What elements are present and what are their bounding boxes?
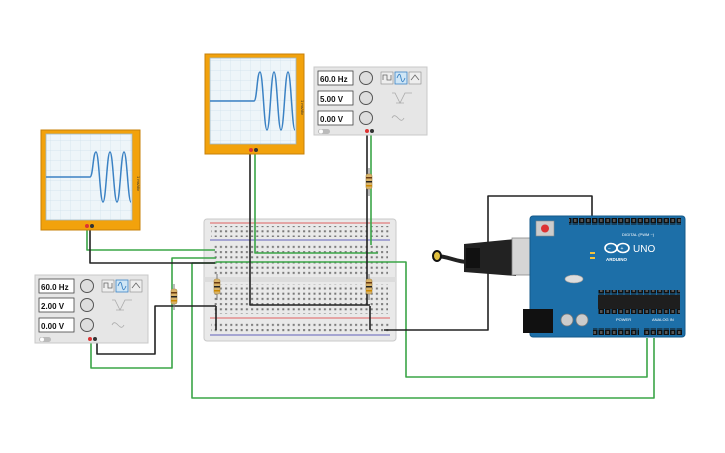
resistor[interactable] [213, 274, 221, 300]
function-generator-left[interactable]: 60.0 Hz 2.00 V 0.00 V [34, 274, 149, 344]
function-generator-top[interactable]: 60.0 Hz 5.00 V 0.00 V [313, 66, 428, 136]
offset-display [317, 110, 354, 126]
wire-green[interactable] [216, 261, 648, 378]
usb-cable[interactable] [432, 237, 543, 276]
frequency-display [38, 278, 75, 294]
frequency-display [317, 70, 354, 86]
frequency-knob[interactable] [359, 71, 373, 85]
amplitude-knob[interactable] [359, 91, 373, 105]
waveform [210, 71, 296, 131]
offset-value: 0.00 V [320, 115, 344, 124]
svg-text:+: + [621, 246, 624, 252]
wire-green[interactable] [254, 153, 378, 254]
offset-icon [111, 322, 125, 328]
dc-power-jack[interactable] [523, 309, 553, 333]
resistor[interactable] [365, 274, 373, 300]
breadboard[interactable] [203, 218, 397, 342]
power-label: POWER [616, 317, 631, 322]
wire-black[interactable] [96, 305, 216, 355]
wire-black[interactable] [89, 229, 215, 264]
arduino-model: UNO [633, 244, 655, 255]
arduino-logo: − + [604, 242, 630, 254]
amplitude-value: 5.00 V [320, 95, 344, 104]
offset-value: 0.00 V [41, 322, 65, 331]
triangle-wave-button[interactable] [408, 71, 422, 85]
resistor[interactable] [365, 168, 373, 196]
offset-display [38, 317, 75, 333]
oscilloscope-top[interactable]: 1 ms/div [204, 53, 305, 155]
resistor[interactable] [170, 284, 178, 310]
scope-side-label: 1 ms/div [300, 100, 305, 115]
wire-black[interactable] [249, 153, 370, 306]
analog-label: ANALOG IN [652, 317, 674, 322]
svg-text:−: − [608, 246, 611, 252]
frequency-value: 60.0 Hz [41, 283, 69, 292]
crystal [564, 274, 584, 284]
wires [86, 134, 655, 399]
amplitude-value: 2.00 V [41, 302, 65, 311]
wire-green[interactable] [90, 257, 216, 369]
microcontroller-chip [598, 295, 680, 309]
amplitude-icon [392, 92, 412, 104]
frequency-knob[interactable] [80, 279, 94, 293]
triangle-wave-button[interactable] [129, 279, 143, 293]
wire-black[interactable] [384, 195, 593, 331]
amplitude-display [317, 90, 354, 106]
arduino-board[interactable]: DIGITAL (PWM ~) − + UNO ARDUINO POWER AN… [523, 215, 686, 338]
digital-label: DIGITAL (PWM ~) [622, 232, 655, 237]
amplitude-knob[interactable] [80, 298, 94, 312]
offset-knob[interactable] [359, 111, 373, 125]
amplitude-display [38, 297, 75, 313]
arduino-brand: ARDUINO [606, 257, 627, 262]
wire-green[interactable] [86, 229, 215, 251]
amplitude-icon [112, 299, 132, 311]
digital-header[interactable] [569, 218, 681, 225]
waveform [46, 151, 132, 203]
power-header[interactable] [593, 328, 639, 335]
analog-header[interactable] [643, 328, 682, 335]
frequency-value: 60.0 Hz [320, 75, 348, 84]
capacitor [560, 313, 574, 327]
offset-knob[interactable] [80, 318, 94, 332]
scope-side-label: 1 ms/div [136, 176, 141, 191]
offset-icon [391, 115, 405, 121]
oscilloscope-left[interactable]: 1 ms/div [40, 129, 141, 231]
capacitor [575, 313, 589, 327]
